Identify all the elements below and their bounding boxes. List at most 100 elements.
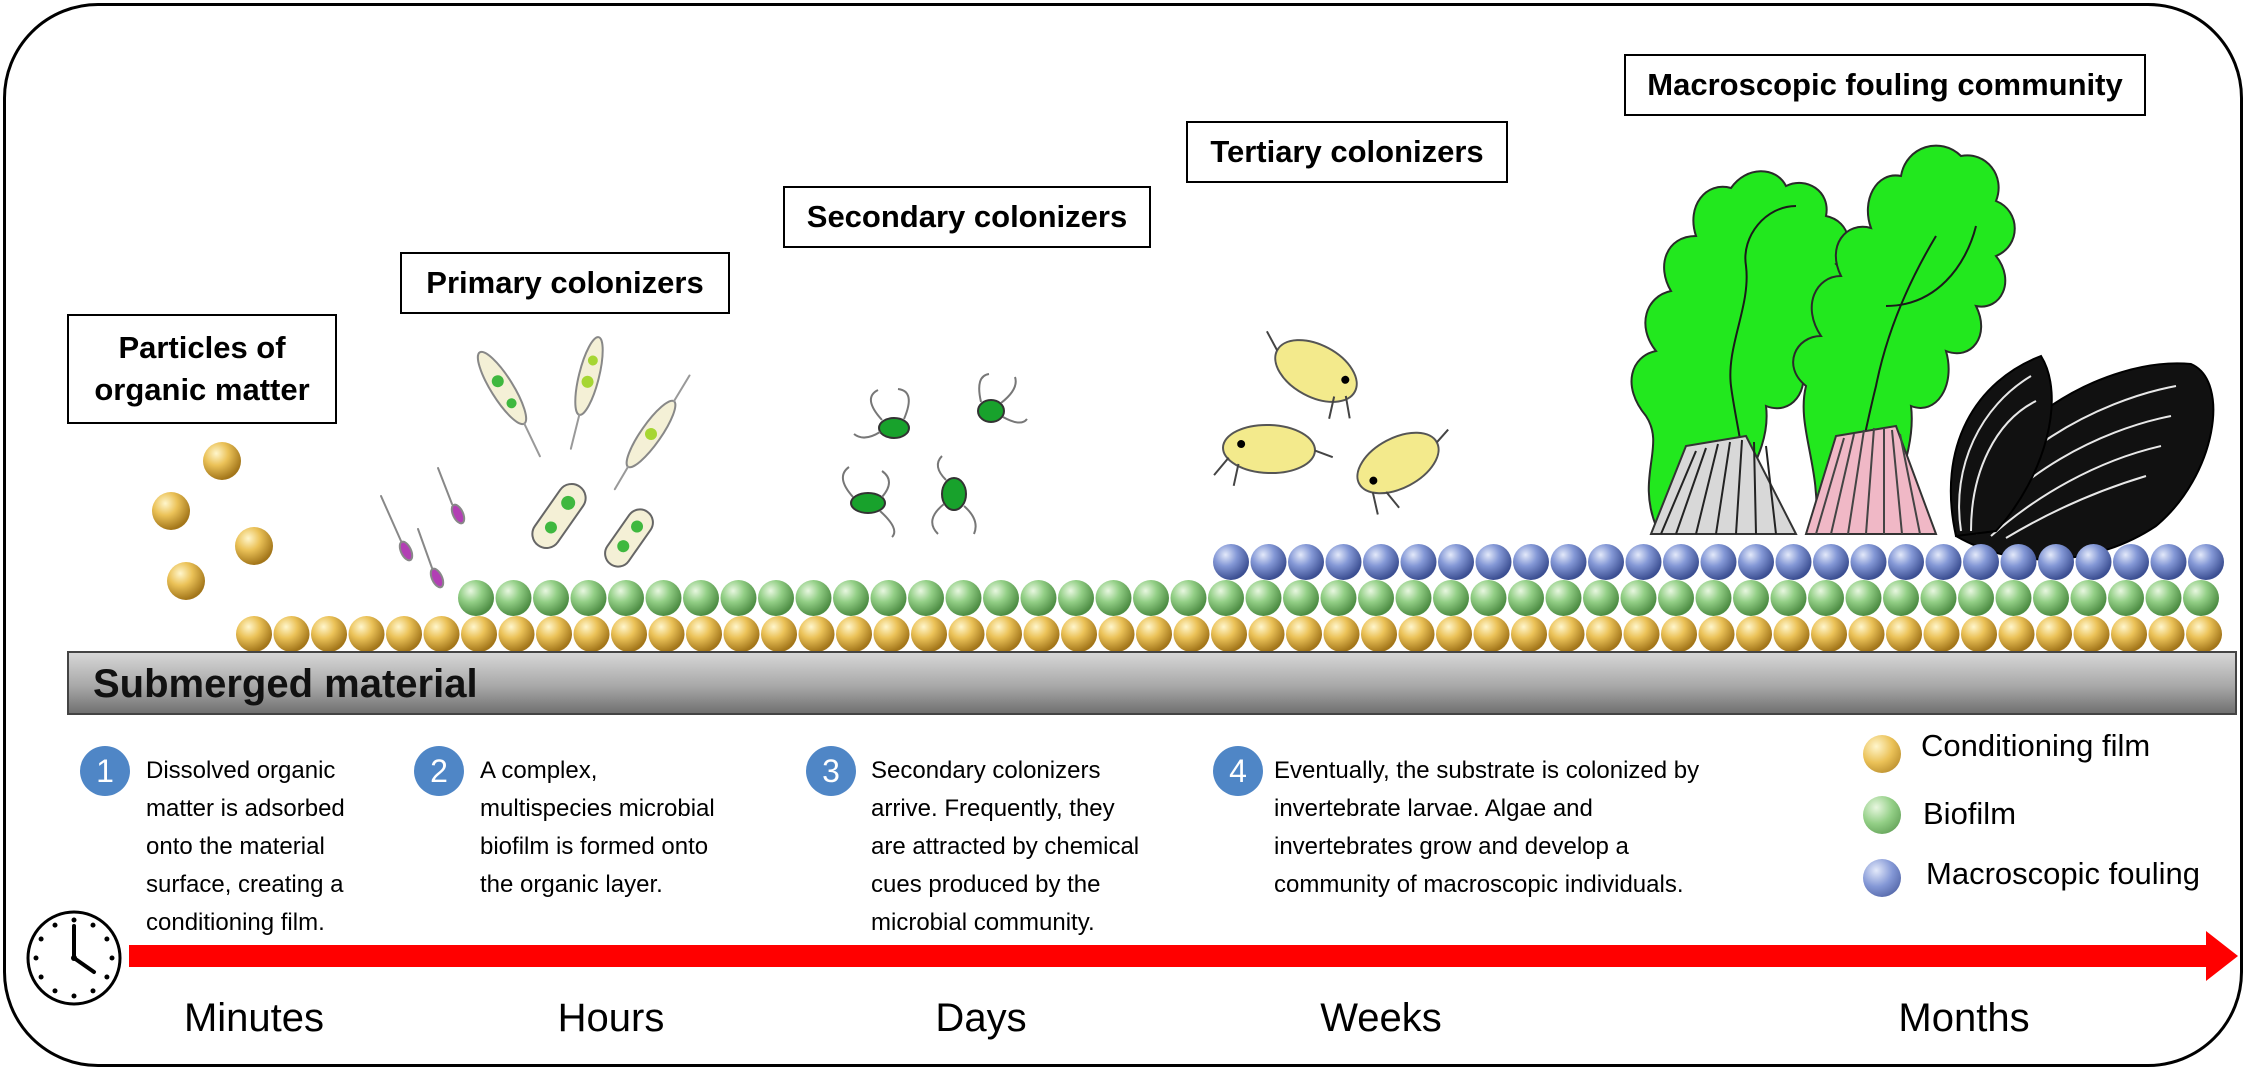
macroscopic-fouling-sphere (1663, 544, 1699, 580)
macroscopic-fouling-sphere (1850, 544, 1887, 580)
biofilm-sphere (1845, 580, 1882, 616)
conditioning-film-sphere (1548, 616, 1585, 652)
step-3-badge: 3 (806, 746, 856, 796)
conditioning-film-sphere (1923, 616, 1960, 652)
conditioning-film-sphere (498, 616, 535, 652)
biofilm-sphere (945, 580, 982, 616)
conditioning-film-sphere (1473, 616, 1510, 652)
tertiary-colonizers (1213, 330, 1449, 515)
macroscopic-fouling-sphere (1963, 544, 1999, 580)
label-particles-line1: Particles of (118, 330, 286, 365)
conditioning-film-sphere (1248, 616, 1285, 652)
conditioning-film-sphere (723, 616, 760, 652)
biofilm-sphere (645, 580, 682, 616)
biofilm-sphere (1658, 580, 1694, 616)
conditioning-film-sphere (386, 616, 422, 652)
conditioning-film-sphere (1661, 616, 1697, 652)
macroscopic-fouling-sphere (1888, 544, 1924, 580)
macroscopic-fouling-sphere (1588, 544, 1624, 580)
legend-biofilm-label: Biofilm (1923, 796, 2017, 831)
conditioning-film-sphere (1511, 616, 1547, 652)
conditioning-film-sphere (2036, 616, 2072, 652)
conditioning-film-sphere (686, 616, 722, 652)
conditioning-film-sphere (1623, 616, 1660, 652)
timeline-arrow (129, 931, 2238, 981)
macroscopic-fouling-layer (1213, 544, 2224, 580)
conditioning-film-sphere (1323, 616, 1360, 652)
step-2-text: A complex, multispecies microbial biofil… (480, 757, 715, 898)
biofilm-sphere (1883, 580, 1919, 616)
label-particles: Particles of organic matter (67, 314, 337, 424)
biofilm-sphere (683, 580, 719, 616)
conditioning-film-sphere (611, 616, 647, 652)
timeline-months: Months (1898, 996, 2030, 1040)
conditioning-film-sphere (911, 616, 947, 652)
algae-fronds (1630, 144, 2016, 527)
conditioning-film-sphere (1286, 616, 1322, 652)
mussel-shell (1949, 354, 2215, 561)
biofilm-sphere (720, 580, 757, 616)
conditioning-film-sphere (761, 616, 797, 652)
legend-biofilm-dot (1863, 796, 1901, 834)
secondary-colonizers (842, 373, 1028, 538)
biofilm-sphere (1770, 580, 1807, 616)
conditioning-film-sphere (348, 616, 385, 652)
macroscopic-fouling-sphere (1775, 544, 1812, 580)
macroscopic-fouling-sphere (1213, 544, 1249, 580)
legend-conditioning-label: Conditioning film (1921, 728, 2151, 763)
macroscopic-fouling-sphere (1813, 544, 1849, 580)
macroscopic-fouling-sphere (1438, 544, 1474, 580)
macroscopic-fouling-sphere (1700, 544, 1737, 580)
conditioning-film-sphere (836, 616, 872, 652)
conditioning-film-sphere (2111, 616, 2147, 652)
macroscopic-fouling-sphere (1400, 544, 1437, 580)
macroscopic-fouling-sphere (1288, 544, 1324, 580)
conditioning-film-sphere (1886, 616, 1922, 652)
diagram-frame: Particles of organic matter Primary colo… (3, 3, 2243, 1067)
macroscopic-fouling-sphere (2038, 544, 2074, 580)
biofilm-sphere (495, 580, 532, 616)
macroscopic-fouling-sphere (2000, 544, 2037, 580)
biofilm-sphere (1920, 580, 1957, 616)
conditioning-film-sphere (236, 616, 272, 652)
biofilm-sphere (833, 580, 869, 616)
conditioning-film-sphere (311, 616, 347, 652)
macroscopic-fouling-sphere (1925, 544, 1962, 580)
conditioning-film-sphere (1173, 616, 1210, 652)
biofilm-sphere (1320, 580, 1357, 616)
conditioning-film-sphere (986, 616, 1022, 652)
conditioning-film-sphere (1736, 616, 1772, 652)
conditioning-film-sphere (1811, 616, 1847, 652)
conditioning-film-sphere (1136, 616, 1172, 652)
conditioning-film-sphere (1848, 616, 1885, 652)
label-secondary-colonizers: Secondary colonizers (783, 186, 1151, 248)
biofilm-sphere (1283, 580, 1319, 616)
biofilm-sphere (1020, 580, 1057, 616)
macroscopic-fouling-sphere (2113, 544, 2149, 580)
biofilm-sphere (1095, 580, 1132, 616)
biofilm-sphere (2033, 580, 2069, 616)
macroscopic-fouling-sphere (2188, 544, 2224, 580)
biofilm-sphere (1995, 580, 2032, 616)
step-3-text: Secondary colonizers arrive. Frequently,… (871, 757, 1140, 936)
conditioning-film-sphere (648, 616, 685, 652)
diagram-artwork (26, 144, 2238, 1006)
primary-colonizers (380, 336, 691, 589)
conditioning-film-sphere (1061, 616, 1097, 652)
timeline-hours: Hours (557, 996, 665, 1040)
biofilm-sphere (1508, 580, 1544, 616)
step-4-badge: 4 (1213, 746, 1263, 796)
conditioning-film-sphere (948, 616, 985, 652)
macroscopic-fouling-sphere (1363, 544, 1399, 580)
label-tertiary-colonizers: Tertiary colonizers (1186, 121, 1508, 183)
biofilm-sphere (1620, 580, 1657, 616)
conditioning-film-sphere (1773, 616, 1810, 652)
conditioning-film-sphere (1211, 616, 1247, 652)
biofilm-sphere (1695, 580, 1732, 616)
step-1-text: Dissolved organic matter is adsorbed ont… (146, 757, 345, 936)
biofilm-sphere (1433, 580, 1469, 616)
organic-particles (152, 442, 273, 600)
biofilm-sphere (458, 580, 494, 616)
substrate-label: Submerged material (93, 662, 478, 706)
biofilm-sphere (758, 580, 794, 616)
